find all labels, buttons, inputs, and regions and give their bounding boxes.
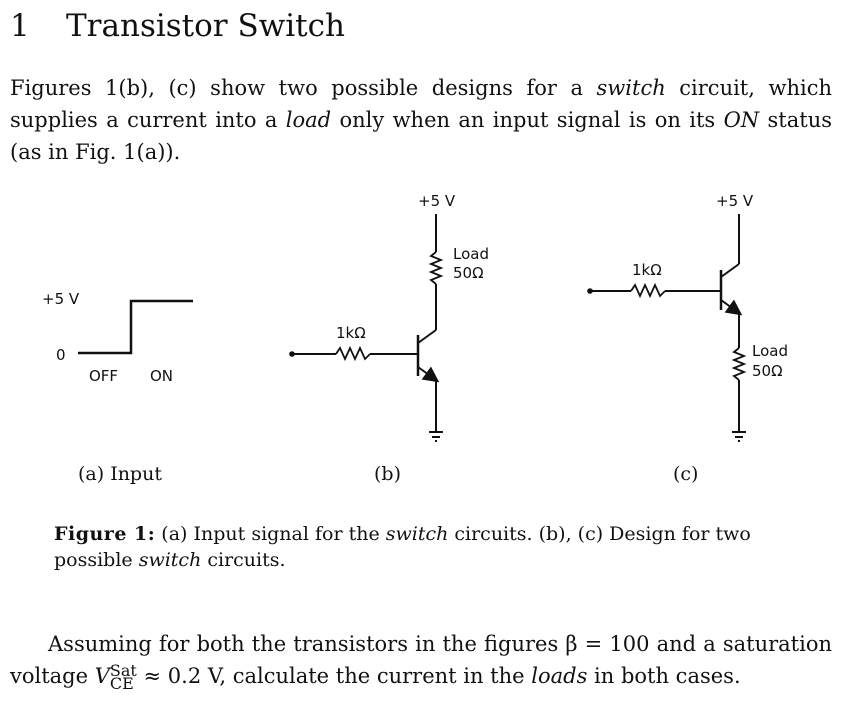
step-waveform bbox=[78, 299, 193, 355]
figure-1: +5 V 0 OFF ON (a) Input +5 V Load 50Ω 1k… bbox=[42, 192, 788, 485]
subcaption-c: (c) bbox=[673, 463, 698, 485]
question-text-3: in both cases. bbox=[587, 664, 741, 688]
caption-text-2: circuits. (b), (c) Design for two possib… bbox=[54, 523, 751, 571]
circuit-c-collector-lead bbox=[720, 263, 740, 278]
circuit-c-base-resistor bbox=[630, 282, 666, 299]
vce-superscript: Sat bbox=[109, 661, 137, 680]
intro-emph-switch: switch bbox=[596, 76, 666, 100]
circuit-b-base-resistor bbox=[335, 345, 371, 362]
input-off-label: OFF bbox=[89, 367, 118, 385]
input-on-label: ON bbox=[150, 367, 173, 385]
intro-paragraph: Figures 1(b), (c) show two possible desi… bbox=[10, 72, 832, 168]
section-title: 1 Transistor Switch bbox=[10, 8, 345, 44]
circuit-c: +5 V Load 50Ω 1kΩ (c) bbox=[587, 192, 788, 485]
circuit-c-base-resistor-label: 1kΩ bbox=[632, 261, 662, 279]
section-number: 1 bbox=[10, 8, 30, 44]
circuit-c-load-value: 50Ω bbox=[752, 362, 783, 380]
circuit-b: +5 V Load 50Ω 1kΩ (b) bbox=[289, 192, 489, 485]
caption-emph-switch-2: switch bbox=[138, 549, 202, 571]
caption-emph-switch-1: switch bbox=[385, 523, 449, 545]
intro-text-2: circuit, which supplies a current into a bbox=[10, 76, 832, 132]
intro-emph-on: ON bbox=[723, 108, 760, 132]
intro-text-4: status (as in Fig. 1(a)). bbox=[10, 108, 832, 164]
caption-text-1: (a) Input signal for the bbox=[155, 523, 386, 545]
question-text-1: Assuming for both the transistors in the… bbox=[10, 632, 832, 688]
input-plus5-label: +5 V bbox=[42, 290, 80, 308]
circuit-b-supply-label: +5 V bbox=[418, 192, 456, 210]
circuit-c-load-resistor bbox=[731, 347, 747, 381]
intro-emph-load: load bbox=[285, 108, 332, 132]
vce-symbol: V bbox=[94, 664, 110, 688]
subcaption-b: (b) bbox=[374, 463, 401, 485]
figure-caption: Figure 1: (a) Input signal for the switc… bbox=[54, 521, 794, 573]
intro-text-3: only when an input signal is on its bbox=[331, 108, 724, 132]
subcaption-a: (a) Input bbox=[78, 463, 162, 485]
circuit-c-load-label: Load bbox=[752, 342, 788, 360]
circuit-b-load-resistor bbox=[428, 251, 444, 285]
circuit-b-load-label: Load bbox=[453, 245, 489, 263]
circuit-c-emitter-arrow bbox=[720, 299, 743, 316]
question-emph-loads: loads bbox=[531, 664, 588, 688]
intro-text-1: Figures 1(b), (c) show two possible desi… bbox=[10, 76, 597, 100]
circuit-b-load-value: 50Ω bbox=[453, 264, 484, 282]
question-text-2: ≈ 0.2 V, calculate the current in the bbox=[136, 664, 532, 688]
figure-caption-label: Figure 1: bbox=[54, 523, 156, 545]
vce-subscript: CE bbox=[109, 674, 134, 693]
input-signal-diagram: +5 V 0 OFF ON (a) Input bbox=[42, 290, 193, 485]
circuit-b-base-resistor-label: 1kΩ bbox=[336, 324, 366, 342]
caption-text-3: circuits. bbox=[201, 549, 286, 571]
circuit-c-supply-label: +5 V bbox=[716, 192, 754, 210]
circuit-b-collector-lead bbox=[417, 329, 437, 344]
question-paragraph: Assuming for both the transistors in the… bbox=[10, 628, 832, 692]
circuit-b-emitter-arrow bbox=[417, 366, 440, 383]
input-zero-label: 0 bbox=[56, 346, 66, 364]
section-heading-text: Transistor Switch bbox=[66, 8, 345, 44]
